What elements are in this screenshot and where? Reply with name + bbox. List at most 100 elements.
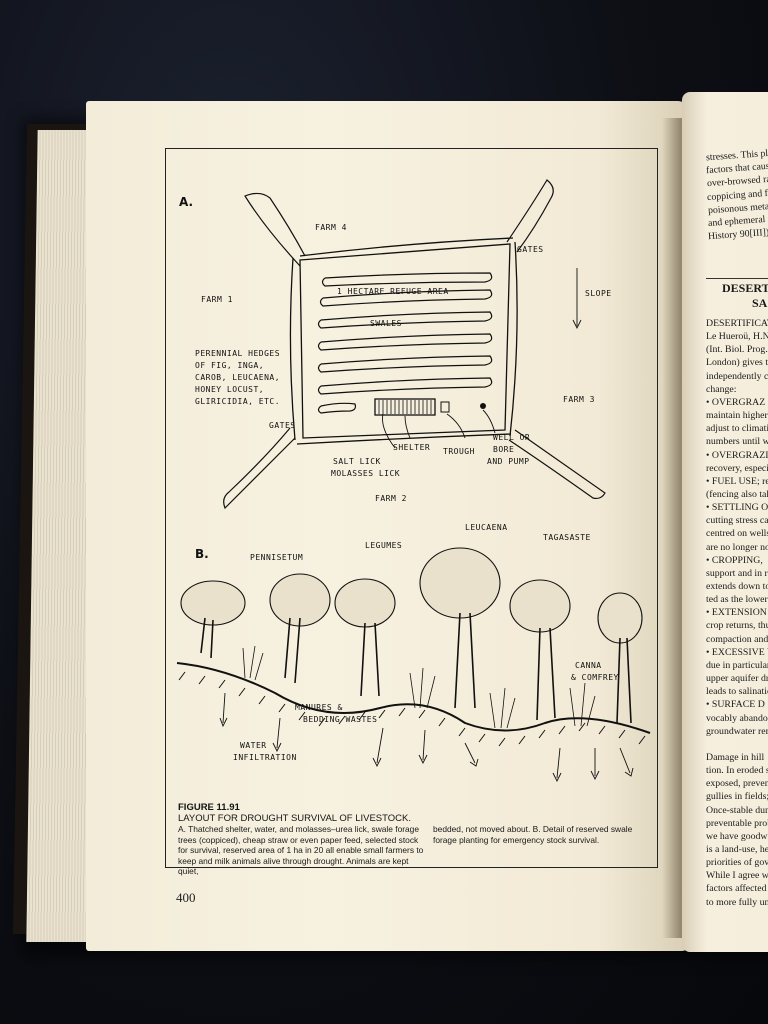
right-page-body-line: centred on wells; (706, 528, 768, 540)
right-heading-1: DESERT (722, 281, 768, 295)
right-page (682, 92, 768, 952)
right-page-body-line: • OVERGRAZ (706, 396, 766, 408)
label-gates-top: GATES (517, 245, 544, 254)
label-hedges-4: HONEY LOCUST, (195, 385, 264, 394)
right-heading-2: SA (752, 296, 768, 310)
water-arrows (219, 692, 634, 783)
right-page-body-line: priorities of gover (706, 857, 768, 869)
right-page-body-line: • CROPPING, (706, 554, 763, 566)
right-page-body-line: extends down to 1 (706, 581, 768, 592)
right-page-body-line: • SURFACE D (706, 699, 765, 711)
right-page-body-line: is a land-use, her (706, 844, 768, 855)
ground-profile (176, 662, 651, 734)
label-trough: TROUGH (443, 447, 475, 456)
label-lick-1: SALT LICK (333, 457, 381, 466)
left-page (86, 101, 688, 951)
right-page-body-line: change: (706, 383, 737, 395)
right-page-body-line: gullies in fields; (706, 791, 768, 803)
right-page-body-line: DESERTIFICATIO (706, 318, 768, 329)
label-farm3: FARM 3 (563, 395, 595, 404)
tree-canopies (180, 547, 643, 644)
ground-hatch (178, 671, 646, 747)
right-page-body-line: Le Hueroü, H.N. (706, 331, 768, 343)
figure-number: FIGURE 11.91 (178, 802, 240, 813)
caption-part-b: bedded, not moved about. B. Detail of re… (433, 824, 633, 845)
label-well-3: AND PUMP (487, 457, 530, 466)
label-legumes: LEGUMES (365, 541, 402, 550)
right-page-body-line: cutting stress cau (706, 515, 768, 527)
right-page-body-line: maintain higher (706, 410, 768, 422)
right-page-body-line: exposed, preventi (706, 778, 768, 790)
right-page-body-line: • EXTENSION (706, 607, 767, 619)
right-page-body-line: (Int. Biol. Prog. (706, 344, 768, 356)
right-page-body-line: • EXCESSIVE V (706, 646, 768, 658)
label-leucaena: LEUCAENA (465, 523, 508, 532)
label-water-2: INFILTRATION (233, 753, 297, 762)
label-canna-1: CANNA (575, 661, 602, 670)
right-page-body-line: due in particular t (706, 659, 768, 671)
label-gates-left: GATES (269, 421, 296, 430)
panel-a-label: A. (179, 195, 193, 209)
leader-lines (382, 268, 582, 449)
right-page-body-line: adjust to climati (706, 423, 768, 435)
right-page-body-line: factors affected by (706, 883, 768, 895)
right-page-body-line: London) gives th (706, 357, 768, 369)
right-page-body-line: • SETTLING O (706, 502, 768, 514)
figure-drawing: A. FARM 4 FARM 1 FARM 2 FA (176, 179, 651, 783)
right-page-body-line: While I agree w (706, 870, 768, 882)
label-manures-2: BEDDING WASTES (303, 715, 377, 724)
label-tagasaste: TAGASASTE (543, 533, 591, 542)
right-page-body-line: preventable probl (706, 817, 768, 829)
label-refuge: 1 HECTARE REFUGE AREA (337, 287, 449, 296)
right-page-body-line: • OVERGRAZI (706, 449, 768, 461)
label-hedges-1: PERENNIAL HEDGES (195, 349, 280, 358)
right-page-body-line: Once-stable dunes (706, 804, 768, 816)
label-farm2: FARM 2 (375, 494, 407, 503)
figure-frame (165, 148, 658, 868)
right-page-body-line: upper aquifer drie (706, 673, 768, 685)
label-pennisetum: PENNISETUM (250, 553, 303, 562)
right-page-body-line: crop returns, thus (706, 620, 768, 632)
label-farm1: FARM 1 (201, 295, 233, 304)
right-page-body-line: support and in re (706, 567, 768, 579)
label-water-1: WATER (240, 741, 267, 750)
right-page-body-line: leads to salination (706, 686, 768, 698)
right-page-rule (706, 278, 768, 279)
right-page-body-line: vocably abando (706, 712, 768, 724)
label-manures-1: MANURES & (295, 703, 343, 712)
hedge-diagonals (223, 179, 606, 510)
label-hedges-2: OF FIG, INGA, (195, 361, 264, 370)
panel-b-label: B. (195, 547, 209, 561)
right-page-body-line: are no longer nom (706, 541, 768, 553)
right-page-body-line: groundwater remo (706, 725, 768, 737)
page-number: 400 (176, 890, 196, 905)
swale-lines (317, 272, 493, 414)
right-page-body-line: compaction and to (706, 633, 768, 645)
tree-trunks (200, 612, 632, 724)
shelter-block (374, 398, 486, 416)
right-page-body-line: recovery, especial (706, 462, 768, 474)
refuge-boundary (289, 237, 518, 445)
understorey-plants (242, 645, 596, 729)
right-page-body-line: to more fully und (706, 896, 768, 908)
label-hedges-3: CAROB, LEUCAENA, (195, 373, 280, 382)
label-well-2: BORE (493, 445, 514, 454)
label-farm4: FARM 4 (315, 223, 347, 232)
figure-title: LAYOUT FOR DROUGHT SURVIVAL OF LIVESTOCK… (178, 813, 411, 824)
label-shelter: SHELTER (393, 443, 430, 452)
right-page-body-line: • FUEL USE; re (706, 475, 768, 487)
right-page-body-line: tion. In eroded soi (706, 765, 768, 777)
right-page-body-line: Damage in hill (706, 751, 765, 763)
label-slope: SLOPE (585, 289, 612, 298)
caption-part-a: A. Thatched shelter, water, and molasses… (178, 824, 424, 876)
right-page-body-line: we have goodwill (706, 830, 768, 842)
label-lick-2: MOLASSES LICK (331, 469, 400, 478)
label-swales: SWALES (370, 319, 402, 328)
label-canna-2: & COMFREY (571, 673, 619, 682)
label-hedges-5: GLIRICIDIA, ETC. (195, 397, 280, 406)
right-page-body-line: numbers until we (706, 436, 768, 448)
right-page-body-line: independently c (706, 370, 768, 382)
label-well-1: WELL OR (493, 433, 530, 442)
right-page-body-line: (fencing also take (706, 488, 768, 500)
right-page-body-line: ted as the lower li (706, 594, 768, 606)
